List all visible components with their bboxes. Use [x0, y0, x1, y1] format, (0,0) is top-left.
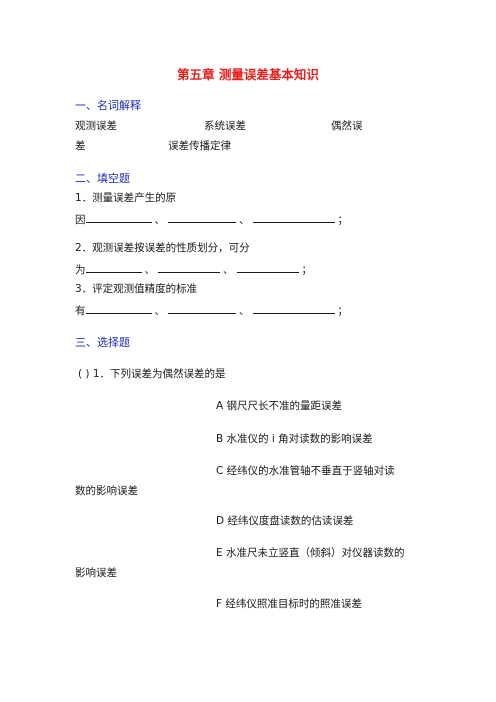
section2-heading: 二、填空题 [75, 172, 130, 185]
option-e-line2: 影响误差 [75, 567, 117, 579]
option-c-line1: C 经纬仪的水准管轴不垂直于竖轴对读 [216, 465, 395, 477]
option-a: A 钢尺尺长不准的量距误差 [216, 400, 343, 412]
fill-q1-blank-1[interactable] [85, 211, 152, 223]
term-random-error-part2: 差 [75, 140, 86, 152]
section1-heading: 一、名词解释 [75, 99, 141, 112]
fill-q1-answer-line: 因、、； [75, 211, 351, 227]
chapter-title: 第五章 测量误差基本知识 [177, 67, 319, 82]
option-b: B 水准仪的 i 角对读数的影响误差 [216, 433, 373, 445]
fill-q3-blank-2[interactable] [168, 302, 236, 314]
fill-q1-text: 1．测量误差产生的原 [75, 192, 177, 204]
fill-q3-text: 3．评定观测值精度的标准 [75, 283, 198, 295]
fill-q2-lead: 为 [75, 264, 86, 276]
fill-q2-answer-line: 为、、； [75, 261, 315, 277]
term-random-error-part1: 偶然误 [331, 120, 363, 132]
fill-q3-blank-1[interactable] [85, 302, 152, 314]
fill-q1-blank-3[interactable] [252, 211, 335, 223]
fill-q3-answer-line: 有、、； [75, 302, 351, 318]
section3-heading: 三、选择题 [75, 336, 130, 349]
choice-question-1: ( ) 1．下列误差为偶然误差的是 [78, 368, 226, 380]
option-e-line1: E 水准尺未立竖直（倾斜）对仪器读数的 [216, 547, 405, 559]
fill-q3-lead: 有 [75, 305, 86, 317]
option-f: F 经纬仪照准目标时的照准误差 [216, 598, 362, 610]
fill-q2-blank-1[interactable] [85, 261, 142, 273]
fill-q2-text: 2．观测误差按误差的性质划分，可分 [75, 242, 250, 254]
fill-q3-blank-3[interactable] [252, 302, 335, 314]
option-d: D 经纬仪度盘读数的估读误差 [216, 515, 354, 527]
fill-q1-lead: 因 [75, 214, 86, 226]
term-error-propagation-law: 误差传播定律 [168, 140, 231, 152]
fill-q1-blank-2[interactable] [168, 211, 236, 223]
term-systematic-error: 系统误差 [204, 120, 246, 132]
term-observation-error: 观测误差 [75, 120, 117, 132]
fill-q2-blank-2[interactable] [158, 261, 220, 273]
option-c-line2: 数的影响误差 [75, 485, 138, 497]
fill-q2-blank-3[interactable] [236, 261, 299, 273]
